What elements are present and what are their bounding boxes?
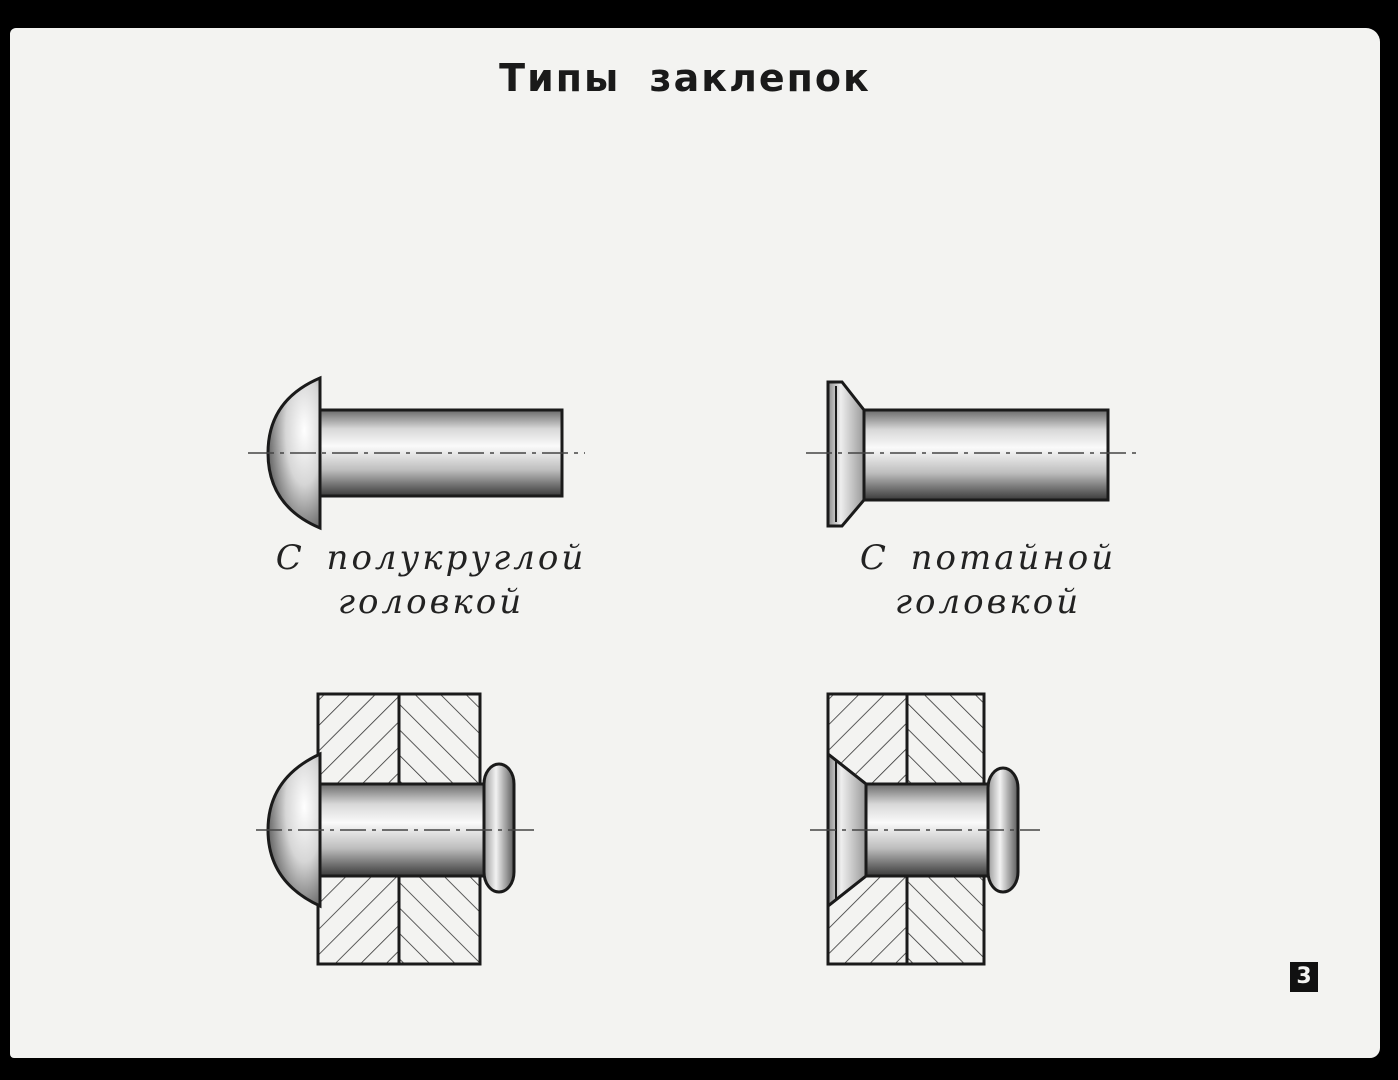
round-head-joint [256, 692, 536, 966]
round-head-rivet [248, 375, 585, 531]
caption-countersunk-line2: головкой [894, 582, 1082, 622]
caption-countersunk-line1: С потайной [859, 538, 1117, 578]
caption-countersunk-head: С потайной головкой [778, 536, 1198, 624]
caption-round-head-line2: головкой [337, 582, 525, 622]
page-title: Типы заклепок [499, 56, 871, 100]
caption-round-head: С полукруглой головкой [221, 536, 641, 624]
slide [10, 28, 1380, 1058]
countersunk-rivet [806, 380, 1138, 528]
countersunk-joint [810, 692, 1040, 966]
slide-number-badge: 3 [1290, 962, 1318, 992]
caption-round-head-line1: С полукруглой [275, 538, 587, 578]
